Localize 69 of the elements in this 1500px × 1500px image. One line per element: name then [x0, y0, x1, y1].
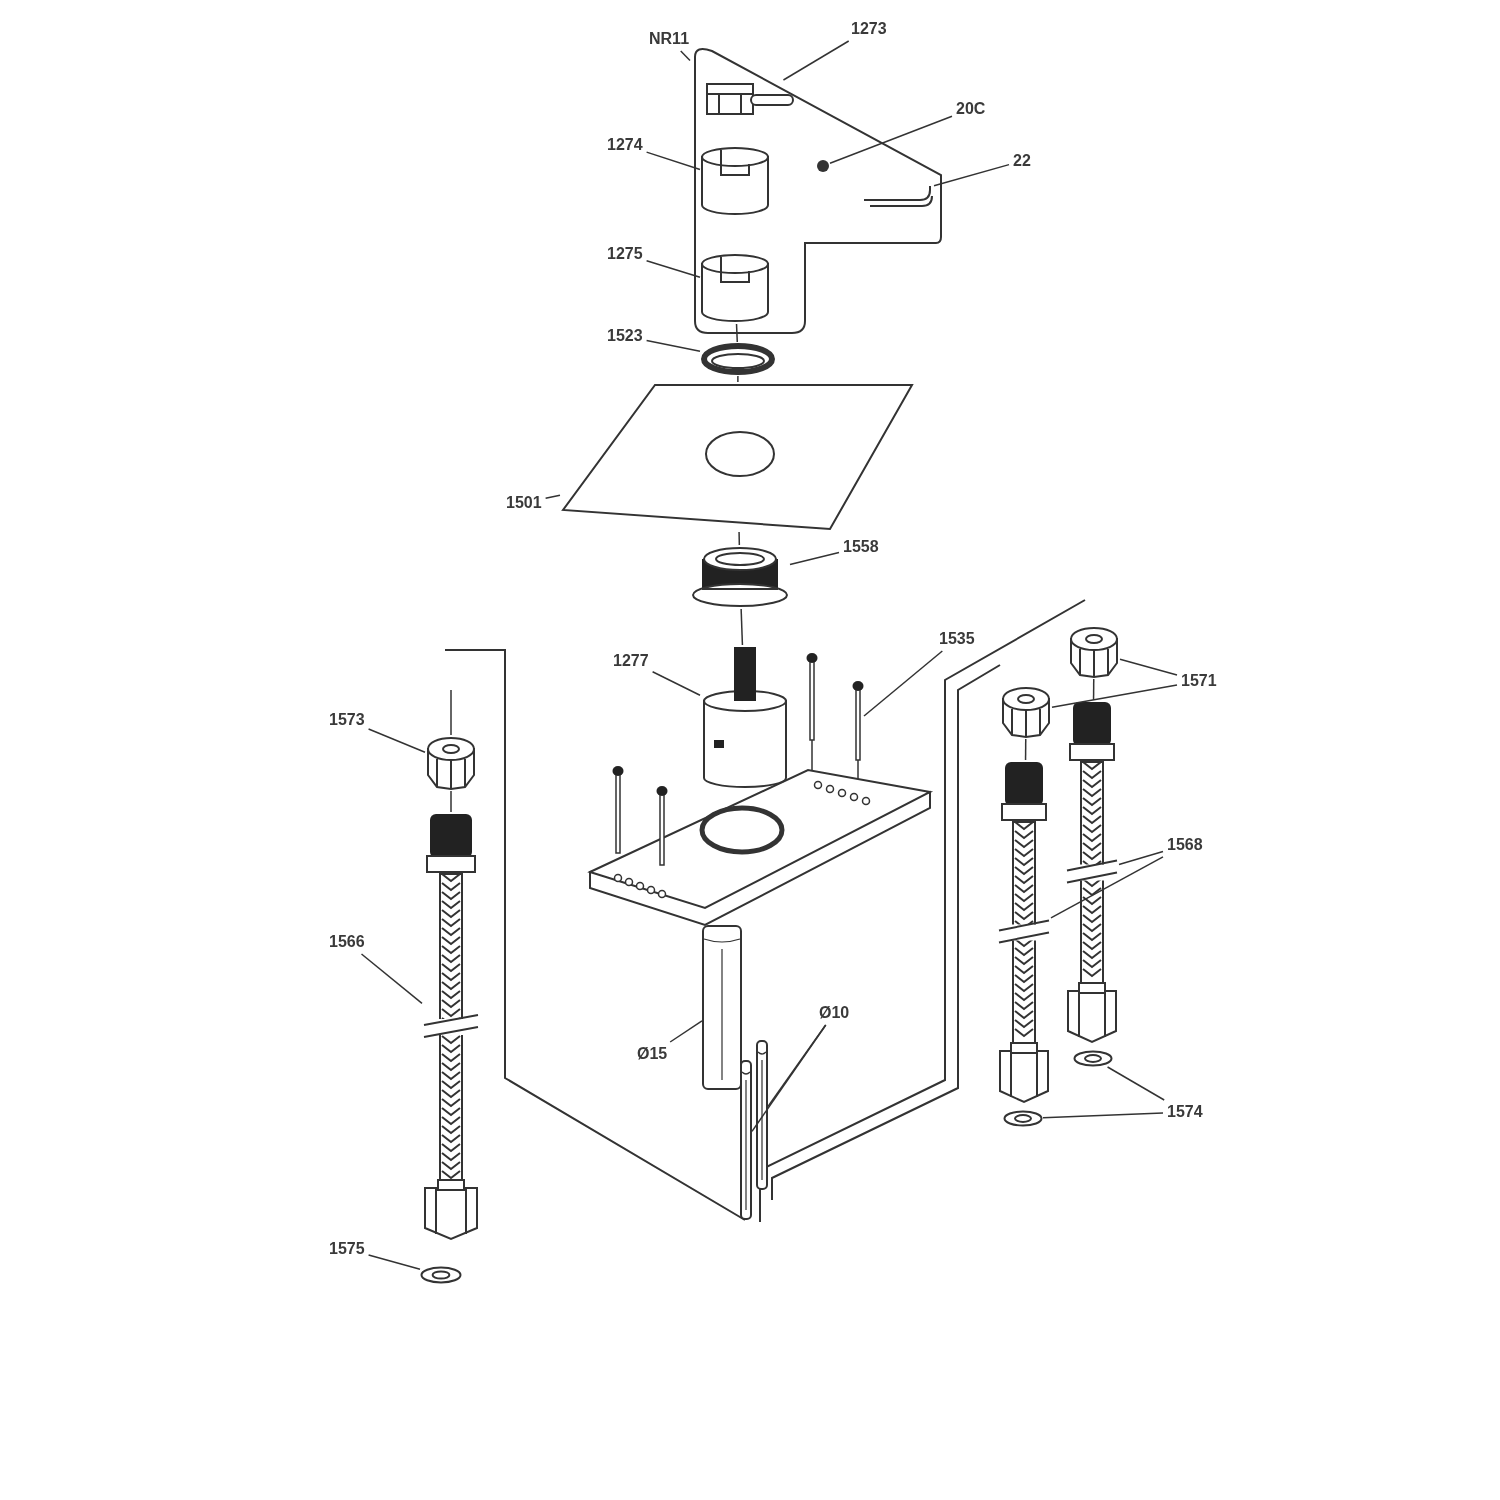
leader-line — [645, 339, 701, 353]
callout-number: 1273 — [850, 20, 888, 38]
leader-line — [651, 671, 701, 696]
leader-line — [544, 494, 561, 500]
callout-number: 1575 — [328, 1240, 366, 1258]
pipe-drawing — [702, 925, 742, 1090]
leader-line — [367, 728, 426, 753]
leader-line — [863, 650, 944, 717]
screw-drawing — [852, 680, 864, 762]
cover-plate-drawing — [560, 382, 915, 532]
leader-line — [751, 1024, 827, 1133]
callout-number: 1558 — [842, 538, 880, 556]
leader-line — [737, 375, 739, 383]
leader-line — [1118, 850, 1164, 866]
callout-number: 1501 — [505, 494, 543, 512]
callout-number: 1274 — [606, 136, 644, 154]
leader-line — [645, 259, 701, 278]
braided-hose-drawing — [1065, 700, 1119, 1045]
leader-line — [1042, 1112, 1164, 1119]
callout-number: 1574 — [1166, 1103, 1204, 1121]
callout-number: Ø15 — [636, 1045, 669, 1063]
leader-line — [829, 115, 953, 165]
leader-line — [450, 790, 452, 813]
leader-line — [738, 531, 741, 546]
callout-number: 1568 — [1166, 836, 1204, 854]
o-ring-drawing — [700, 342, 776, 376]
leader-line — [782, 40, 850, 81]
leader-line — [1119, 658, 1178, 676]
leader-line — [669, 1020, 703, 1043]
leader-line — [740, 608, 744, 646]
leader-line — [735, 323, 739, 343]
braided-hose-drawing — [997, 760, 1051, 1105]
leader-line — [1051, 684, 1178, 709]
cylinder-drawing — [700, 145, 770, 217]
washer-drawing — [1073, 1050, 1113, 1067]
leader-line — [360, 953, 423, 1005]
callout-number: Ø10 — [818, 1004, 851, 1022]
leader-line — [1092, 678, 1095, 701]
screw-dot — [816, 159, 830, 173]
leader-line — [367, 1254, 421, 1270]
leader-line — [789, 551, 840, 566]
leader-line — [680, 50, 691, 62]
cartridge-drawing — [700, 645, 790, 790]
callout-number: 20C — [955, 100, 987, 118]
callout-number: 1275 — [606, 245, 644, 263]
pipe-drawing — [740, 1060, 752, 1220]
callout-number: 1566 — [328, 933, 366, 951]
callout-number: 1573 — [328, 711, 366, 729]
leader-line — [1024, 738, 1027, 761]
leader-line — [767, 1024, 827, 1108]
callout-number: 22 — [1012, 152, 1032, 170]
cylinder-drawing — [700, 252, 770, 324]
nut-drawing — [425, 735, 477, 791]
leader-line — [645, 151, 701, 171]
nut-drawing — [1000, 685, 1052, 739]
callout-number: NR11 — [648, 30, 691, 48]
washer-drawing — [1003, 1110, 1043, 1127]
pipe-drawing — [756, 1040, 768, 1190]
callout-number: 1277 — [612, 652, 650, 670]
callout-number: 1535 — [938, 630, 976, 648]
leader-line — [1106, 1066, 1165, 1101]
braided-hose-drawing — [422, 812, 480, 1242]
nut-drawing — [1068, 625, 1120, 679]
threaded-nut-drawing — [690, 545, 790, 609]
callout-number: 1523 — [606, 327, 644, 345]
leader-line — [1050, 856, 1164, 919]
callout-number: 1571 — [1180, 672, 1218, 690]
leader-line — [933, 163, 1010, 187]
washer-drawing — [420, 1266, 462, 1284]
